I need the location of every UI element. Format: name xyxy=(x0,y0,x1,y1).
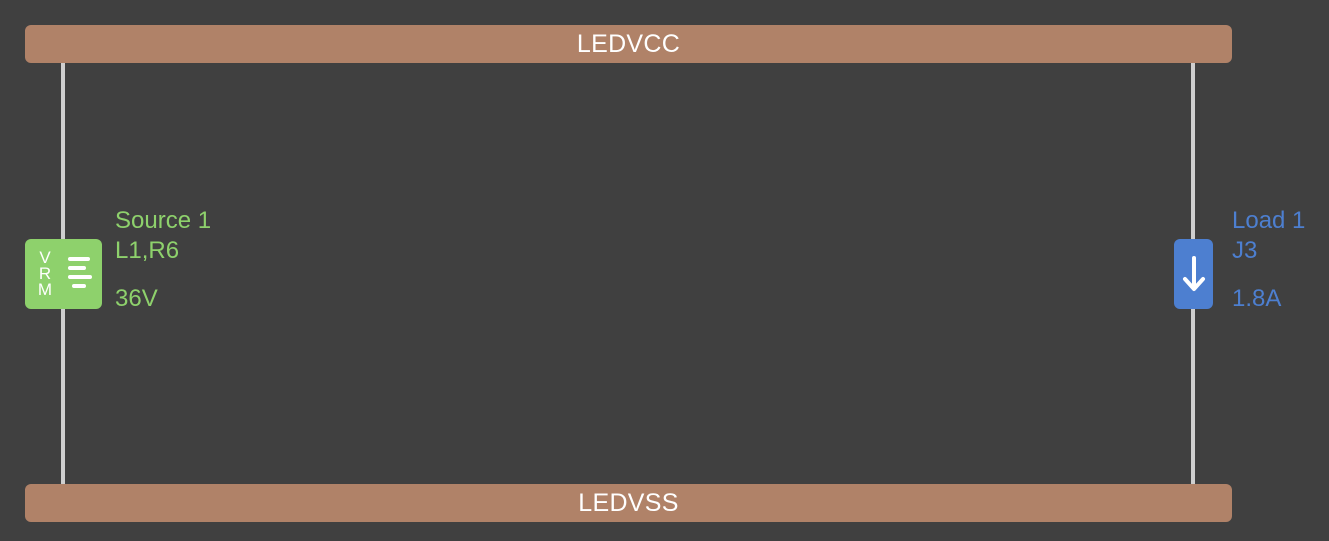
top-rail-ledvcc[interactable]: LEDVCC xyxy=(25,25,1232,63)
source-components: L1,R6 xyxy=(115,237,180,264)
load-components: J3 xyxy=(1232,237,1258,264)
source-voltage: 36V xyxy=(115,285,158,312)
regulator-lines-icon xyxy=(68,257,92,293)
vrm-letter-r: R xyxy=(38,264,52,283)
source-vrm-block[interactable]: V R M xyxy=(25,239,102,309)
vrm-letter-v: V xyxy=(39,248,51,267)
bottom-rail-ledvss[interactable]: LEDVSS xyxy=(25,484,1232,522)
vrm-letter-m: M xyxy=(37,280,53,299)
arrow-down-icon xyxy=(1182,256,1205,291)
load-name: Load 1 xyxy=(1232,207,1306,234)
top-rail-label: LEDVCC xyxy=(576,29,681,58)
load-current: 1.8A xyxy=(1232,285,1282,312)
bottom-rail-label: LEDVSS xyxy=(578,488,679,517)
vrm-icon: V R M xyxy=(25,248,65,299)
load-block[interactable] xyxy=(1174,239,1213,309)
source-name: Source 1 xyxy=(115,207,212,234)
